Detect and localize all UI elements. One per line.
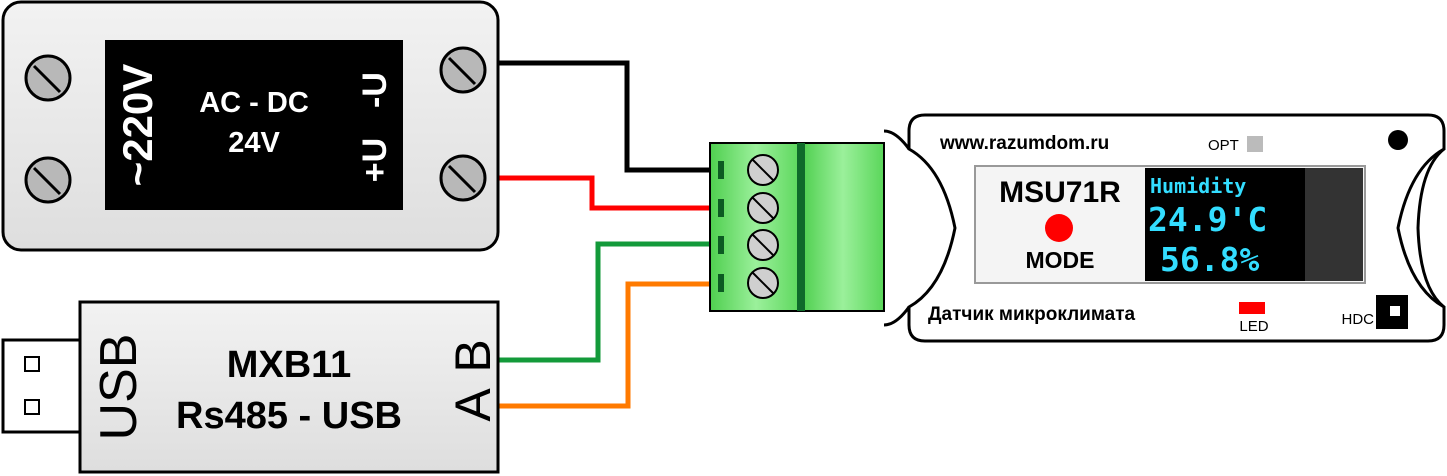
wire-minus <box>498 60 748 173</box>
power-supply: ~220V AC - DC 24V -U +U <box>1 0 500 252</box>
mode-button[interactable] <box>1045 214 1073 242</box>
terminal-screw-icon <box>747 154 779 186</box>
mount-hole-icon <box>1388 130 1408 150</box>
wires <box>498 60 748 409</box>
terminal-screw-icon <box>747 229 779 261</box>
psu-output-minus: -U <box>356 72 394 108</box>
terminal-block <box>709 142 885 312</box>
converter-model: MXB11 <box>227 344 352 386</box>
display-line-3: 56.8% <box>1160 240 1259 279</box>
psu-output-plus: +U <box>356 138 394 182</box>
led-indicator <box>1239 302 1265 314</box>
terminal-b-label: B <box>445 339 501 372</box>
sensor-msu71r: www.razumdom.ru OPT MSU71R MODE Humidity… <box>883 113 1446 343</box>
display-line-1: Humidity <box>1150 174 1246 198</box>
hdc-label: HDC <box>1342 311 1375 328</box>
usb-label: USB <box>90 334 148 441</box>
led-label: LED <box>1239 318 1268 335</box>
opt-label: OPT <box>1208 137 1239 154</box>
sensor-caption: Датчик микроклимата <box>928 304 1136 325</box>
rs485-usb-converter: USB MXB11 Rs485 - USB B A <box>1 300 501 474</box>
psu-title: AC - DC <box>199 87 309 119</box>
terminal-screw-icon <box>747 192 779 224</box>
wire-plus <box>498 175 748 211</box>
psu-input-label: ~220V <box>114 64 161 187</box>
display-line-2: 24.9'C <box>1148 200 1267 239</box>
opt-indicator <box>1247 136 1263 152</box>
converter-description: Rs485 - USB <box>176 395 402 437</box>
sensor-website: www.razumdom.ru <box>939 133 1109 154</box>
sensor-model: MSU71R <box>999 176 1121 209</box>
mode-label: MODE <box>1026 247 1095 273</box>
terminal-a-label: A <box>445 388 501 422</box>
screw-icon <box>439 46 487 94</box>
wire-b <box>498 241 748 363</box>
usb-plug <box>1 338 85 434</box>
wire-a <box>498 281 748 409</box>
screw-icon <box>24 156 72 204</box>
oled-display <box>1145 168 1305 281</box>
psu-voltage: 24V <box>228 127 280 159</box>
screw-icon <box>439 154 487 202</box>
terminal-screw-icon <box>747 267 779 299</box>
screw-icon <box>24 54 72 102</box>
